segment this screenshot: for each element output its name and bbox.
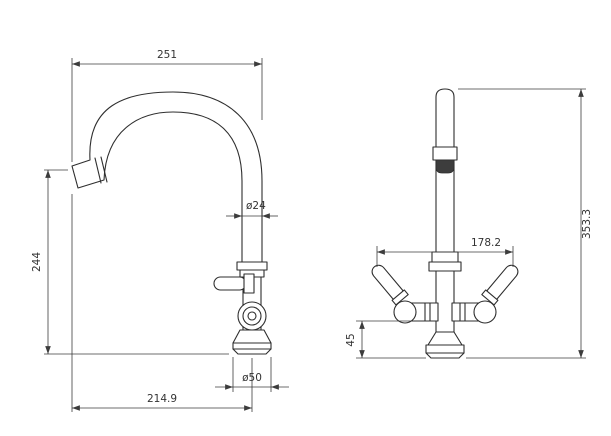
handle-ball bbox=[393, 300, 417, 324]
extension-lines bbox=[44, 58, 586, 412]
spout-collar-ring bbox=[94, 157, 102, 184]
base-disc-front bbox=[425, 344, 465, 354]
base-foot-front bbox=[425, 352, 465, 359]
lever-ferrule bbox=[391, 289, 409, 306]
front-view bbox=[371, 88, 523, 359]
dim-label-overall-height: 353.3 bbox=[581, 209, 593, 239]
dim-label-base-reach: 214.9 bbox=[147, 393, 177, 405]
handle-lever-side bbox=[213, 276, 247, 291]
spout-collar-ring bbox=[100, 156, 108, 183]
dim-label-handle-span: 178.2 bbox=[471, 237, 501, 249]
base-flare-front bbox=[427, 331, 463, 346]
body-collar-lower bbox=[428, 261, 462, 272]
handle-ferrule-side bbox=[243, 273, 255, 294]
body-column-front bbox=[435, 270, 455, 333]
aerator-outlet bbox=[435, 159, 455, 174]
neck-collar bbox=[236, 261, 268, 271]
handle-lever bbox=[371, 264, 409, 306]
aerator-housing bbox=[432, 146, 458, 161]
dimension-annotations: 251 ø24 244 214.9 ø50 178.2 353.3 45 bbox=[31, 49, 593, 412]
base-disc bbox=[232, 342, 272, 350]
dim-label-spout-diameter: ø24 bbox=[246, 200, 266, 212]
body-collar-upper bbox=[431, 251, 459, 263]
side-view bbox=[71, 91, 272, 355]
base-flare bbox=[232, 329, 272, 344]
dim-label-base-diameter: ø50 bbox=[242, 372, 262, 384]
dim-label-spout-reach: 251 bbox=[157, 49, 177, 61]
handle-assembly-left bbox=[371, 264, 439, 324]
dim-label-handle-height: 45 bbox=[345, 333, 357, 346]
dim-label-outlet-height: 244 bbox=[31, 252, 43, 272]
valve-flange-inner bbox=[247, 311, 257, 321]
base-foot bbox=[232, 348, 272, 355]
handle-assembly-right bbox=[451, 261, 523, 324]
gooseneck-spout bbox=[71, 91, 263, 263]
